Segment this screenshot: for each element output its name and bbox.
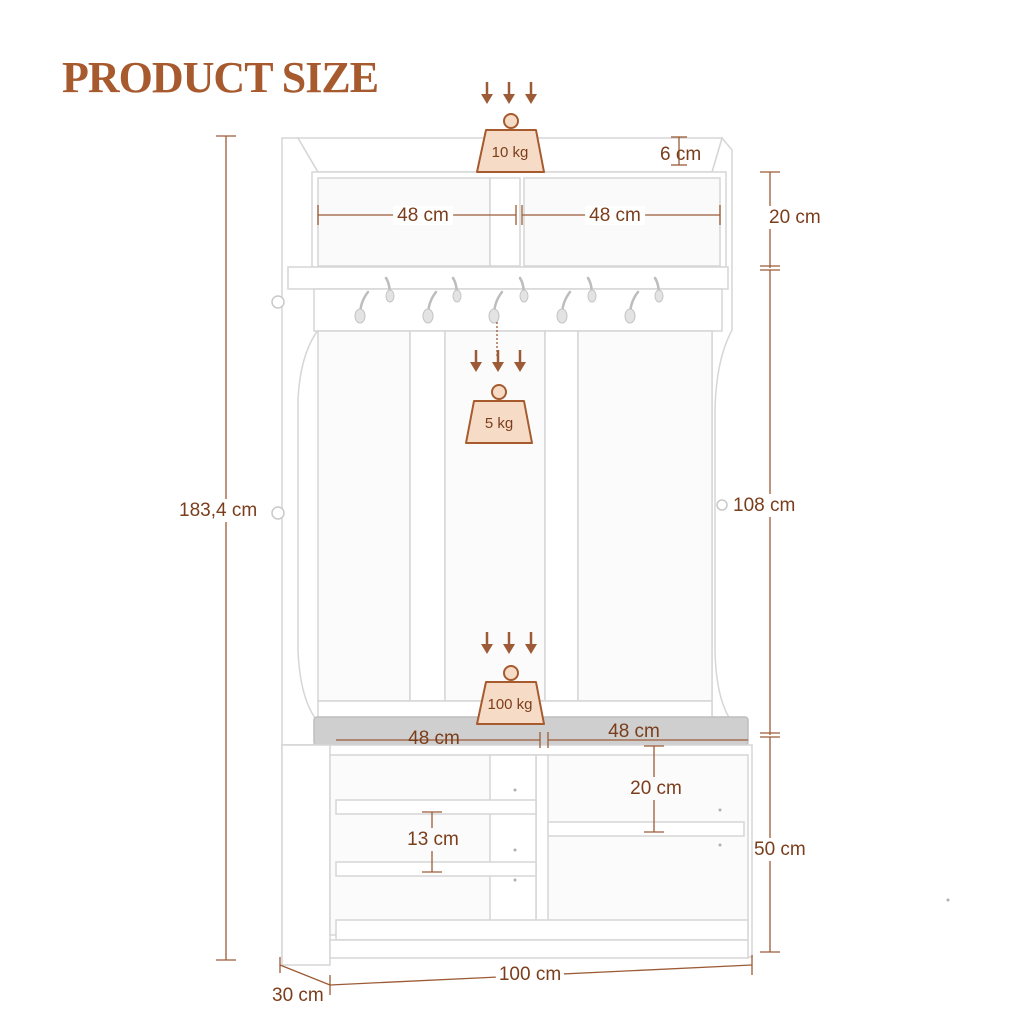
dim-middle-section-height: 108 cm: [733, 494, 796, 517]
bench-bottom-board: [335, 919, 749, 941]
hook-bases: [354, 289, 664, 324]
weight-5kg-icon: [465, 384, 533, 444]
bench-plinth: [329, 939, 749, 959]
dim-bench-left-width: 48 cm: [408, 728, 460, 749]
side-knob-right: [716, 499, 728, 511]
dim-bench-right-width: 48 cm: [608, 721, 660, 742]
top-shelf-divider: [489, 177, 521, 267]
dim-total-width: 100 cm: [495, 965, 565, 984]
dim-right-compartment-height: 20 cm: [628, 777, 684, 800]
dim-top-compartment-height: 20 cm: [769, 206, 821, 229]
back-panel-strip-1: [409, 330, 446, 702]
shelf-pin-holes: [513, 788, 950, 902]
bench-shelf-left-1: [335, 799, 537, 815]
dim-top-shelf-right-width: 48 cm: [585, 206, 645, 225]
back-panel-strip-2: [544, 330, 579, 702]
bench-middle-divider: [535, 754, 549, 936]
side-knob-lower: [271, 506, 285, 520]
bench-load-arrows: [481, 632, 537, 654]
load-label-bench: 100 kg: [487, 696, 533, 713]
hall-tree-furniture: [281, 136, 753, 966]
dim-left-compartment-height: 13 cm: [405, 828, 461, 851]
top-shelf-board: [287, 266, 729, 290]
dim-total-height: 183,4 cm: [179, 499, 258, 522]
top-shelf-load-arrows: [481, 82, 537, 104]
dim-top-shelf-left-width: 48 cm: [393, 206, 453, 225]
depth-line: [279, 964, 331, 986]
back-panel-right: [577, 330, 713, 702]
load-label-hooks: 5 kg: [484, 415, 514, 432]
bench-left-column-divider: [489, 754, 537, 936]
load-label-top-shelf: 10 kg: [491, 144, 529, 161]
back-panel-left: [317, 330, 411, 702]
bench-shelf-right-1: [547, 821, 745, 837]
weight-10kg-icon: [476, 113, 545, 173]
page-title: PRODUCT SIZE: [62, 53, 379, 102]
dim-top-rail-height: 6 cm: [660, 144, 702, 165]
dim-bench-height: 50 cm: [754, 838, 806, 861]
weight-100kg-icon: [476, 665, 545, 725]
dim-depth: 30 cm: [272, 985, 324, 1006]
side-knob-upper: [271, 295, 285, 309]
side-knobs: [271, 295, 728, 520]
hook-rail: [313, 288, 723, 332]
hook-load-arrows: [470, 350, 526, 372]
bench-left-side: [281, 744, 331, 966]
bench-shelf-left-2: [335, 861, 537, 877]
